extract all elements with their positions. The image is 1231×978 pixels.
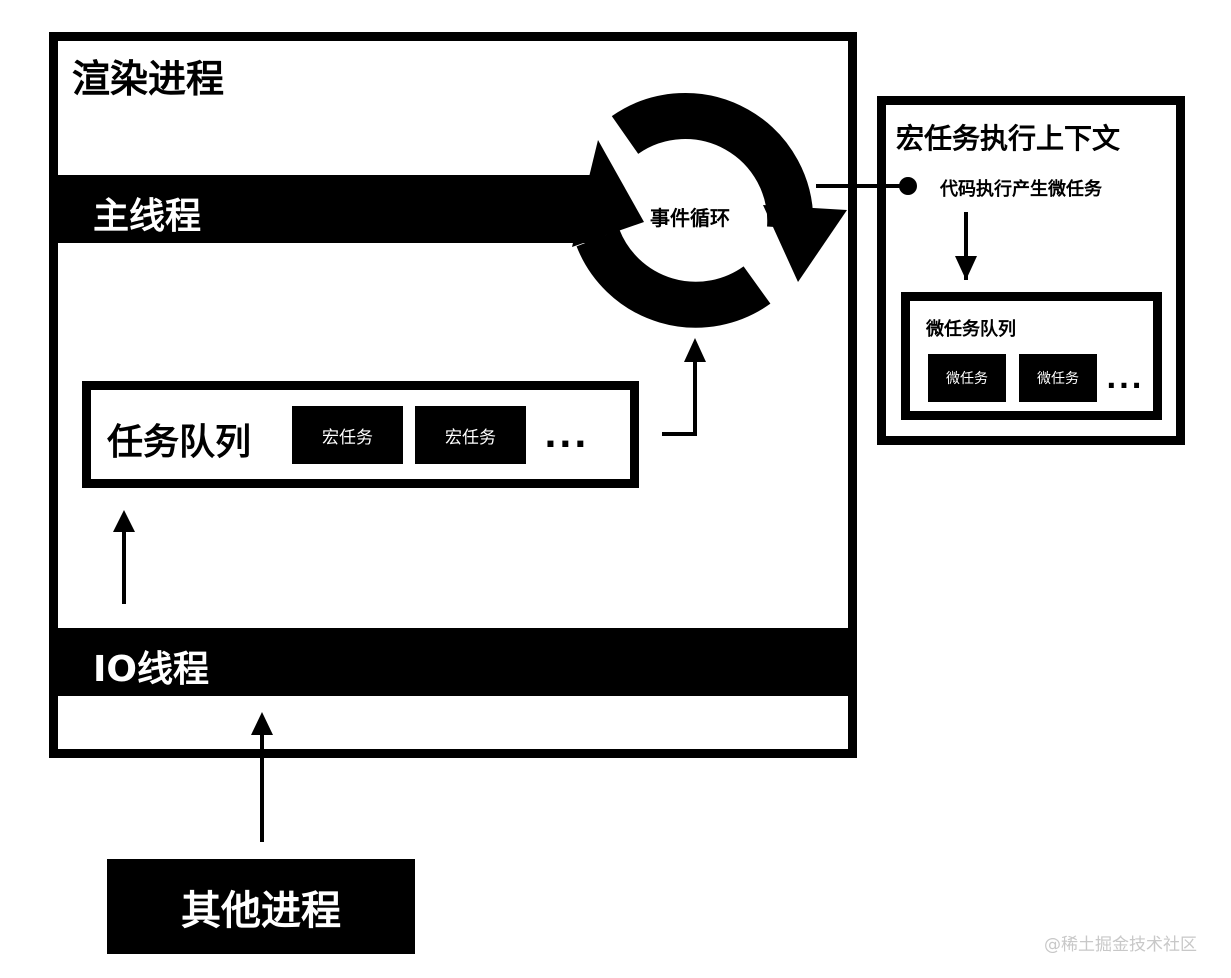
event-loop-bottom-arc <box>576 228 771 328</box>
event-loop-top-arc <box>611 93 814 230</box>
io-thread-label: IO线程 <box>93 649 209 690</box>
macro-context-title: 宏任务执行上下文 <box>896 122 1121 155</box>
micro-task-chip: 微任务 <box>928 354 1006 402</box>
micro-queue-ellipsis: ... <box>1106 362 1144 395</box>
produce-microtask-text: 代码执行产生微任务 <box>940 179 1102 200</box>
event-loop-top-arrowhead <box>763 205 847 282</box>
macro-task-chip: 宏任务 <box>292 406 403 464</box>
event-loop-icon <box>572 93 847 328</box>
micro-queue-label: 微任务队列 <box>926 319 1016 340</box>
queue-to-loop-arrow <box>662 358 697 436</box>
main-thread-bar: 主线程 <box>57 175 605 243</box>
event-loop-label: 事件循环 <box>648 202 732 231</box>
main-thread-label: 主线程 <box>93 196 202 237</box>
render-process-title: 渲染进程 <box>72 57 225 101</box>
other-process-box: 其他进程 <box>107 859 415 954</box>
micro-task-chip: 微任务 <box>1019 354 1097 402</box>
macro-task-chip: 宏任务 <box>415 406 526 464</box>
task-queue-label: 任务队列 <box>107 422 252 463</box>
other-to-io-arrowhead <box>251 712 273 735</box>
event-loop-bottom-arrowhead <box>572 140 644 247</box>
context-dot <box>899 177 917 195</box>
other-process-label: 其他进程 <box>181 887 341 934</box>
watermark: @稀土掘金技术社区 <box>1044 935 1197 955</box>
produce-to-queue-arrowhead <box>955 256 977 280</box>
queue-to-loop-arrowhead <box>684 338 706 362</box>
io-to-queue-arrowhead <box>113 510 135 532</box>
io-thread-bar: IO线程 <box>57 628 848 696</box>
task-queue-ellipsis: ... <box>544 416 589 456</box>
